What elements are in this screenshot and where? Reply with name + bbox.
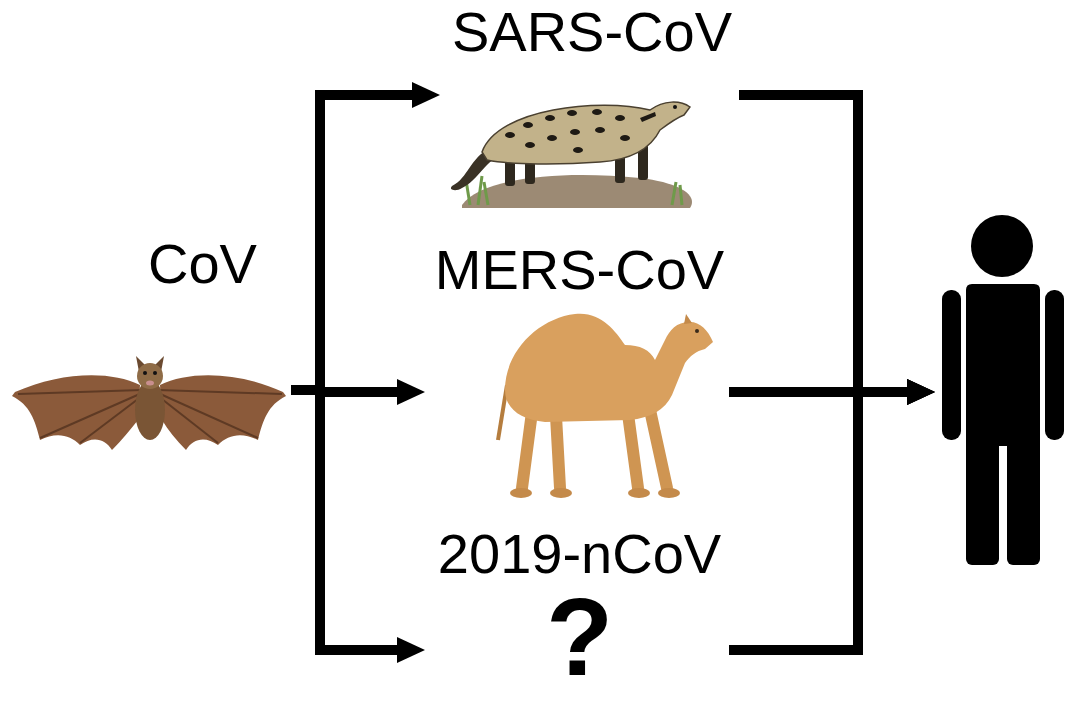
civet-illustration [451,102,692,208]
camel-leg [522,412,532,488]
human-node [935,210,1065,570]
grass-blade [484,182,488,205]
transmission-arrow [296,390,399,650]
camel-hoof [628,488,650,498]
civet-stripe [640,112,656,122]
camel-ear [684,314,692,324]
grass-blade [672,182,676,205]
civet-spot [595,127,605,133]
civet-spot [523,122,533,128]
virus-label: SARS-CoV [440,4,744,60]
civet-spot [570,129,580,135]
camel-leg [650,410,667,488]
human-head [971,215,1033,277]
camel-hoof [510,488,532,498]
bat-node: CoV [8,236,296,460]
bat-bone [18,390,142,394]
civet-spot [505,132,515,138]
civet-body [482,102,690,164]
bat-mouth [146,381,154,386]
human-arm [1045,290,1064,440]
bat-eye [143,371,147,375]
unknown-host-node: 2019-nCoV? [425,526,734,698]
virus-label: CoV [148,236,296,292]
civet-grass [466,176,682,205]
civet-ground [462,175,692,208]
human-leg [1007,430,1040,565]
civet-spot [573,147,583,153]
civet-spot [615,115,625,121]
bat-bone [158,396,218,443]
camel-body [505,314,713,422]
human-arm [942,290,961,440]
transmission-arrow [734,392,909,650]
human-figure [942,215,1064,565]
bat-bone [80,396,142,443]
unknown-mark: ? [425,582,734,692]
human-torso [966,284,1040,446]
civet-spot [545,115,555,121]
bat-eye [153,371,157,375]
camel-hoof [658,488,680,498]
camel-illustration [498,314,713,498]
bat-illustration [12,356,286,450]
camel-leg [628,414,638,488]
camel-hooves [510,488,680,498]
virus-label: MERS-CoV [425,242,734,298]
civet-spot [547,135,557,141]
bat-bone [158,393,258,438]
grass-blade [478,176,482,205]
camel-leg [556,416,560,488]
camel-node: MERS-CoV [425,242,734,504]
human-leg [966,430,999,565]
transmission-arrow [296,95,414,390]
civet-eye [673,105,677,109]
camel-eye [695,329,699,333]
transmission-arrow [744,95,909,392]
civet-spot [567,110,577,116]
civet-spot [592,109,602,115]
camel-hoof [550,488,572,498]
bat-bone [158,390,282,394]
bat-bone [40,393,142,438]
civet-spots [505,109,656,153]
bat-head [137,363,163,389]
civet-node: SARS-CoV [440,4,744,214]
virus-label: 2019-nCoV [425,526,734,582]
civet-spot [620,135,630,141]
grass-blade [680,185,682,205]
civet-spot [525,142,535,148]
